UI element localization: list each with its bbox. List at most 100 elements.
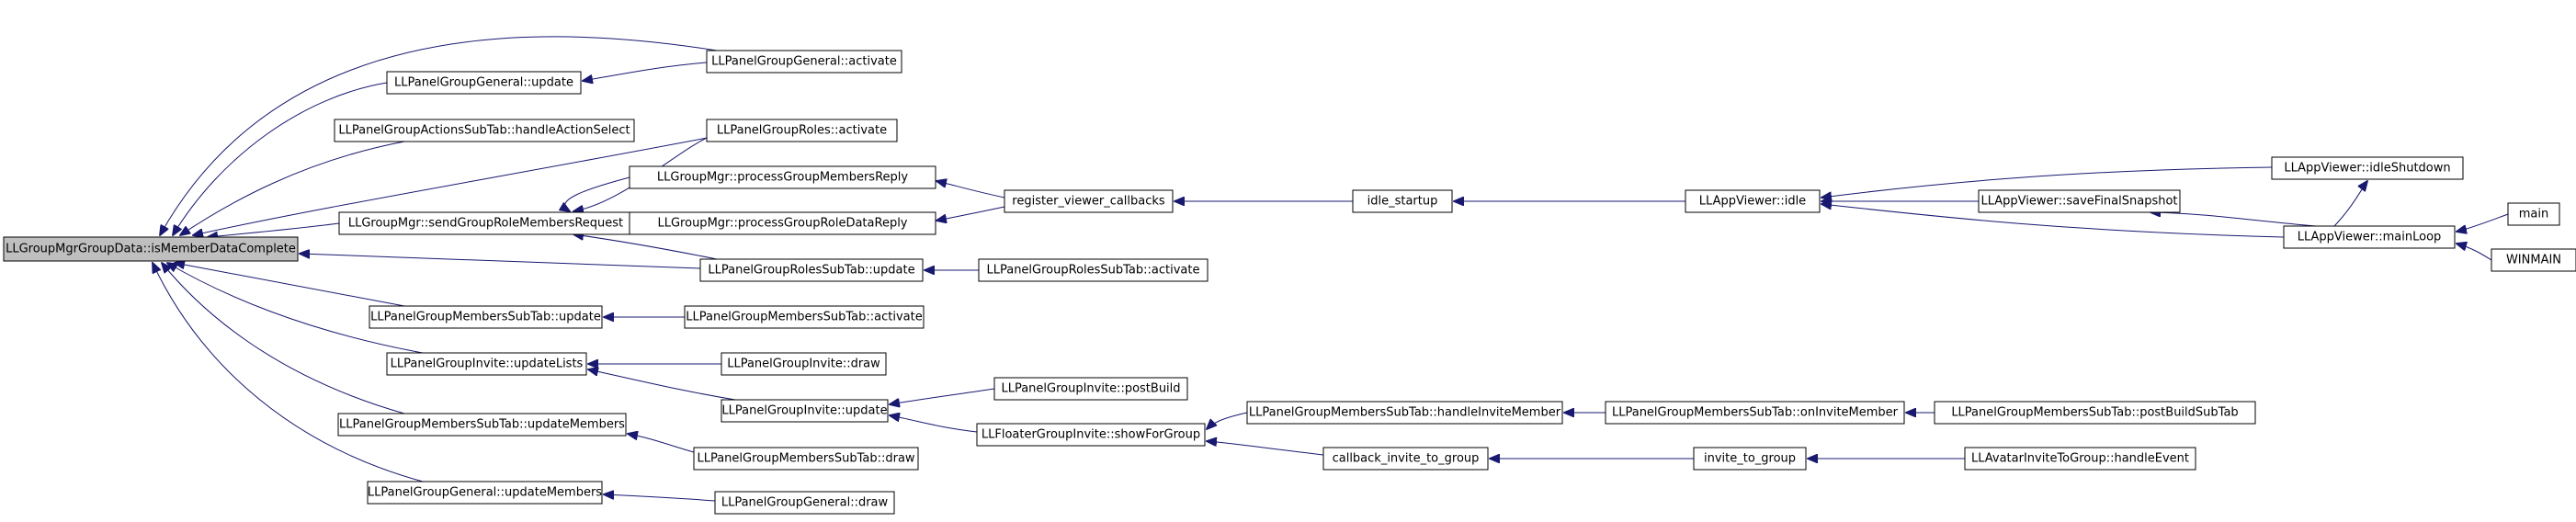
node-box xyxy=(334,119,635,142)
graph-node-n19[interactable]: LLPanelGroupMembersSubTab::activate xyxy=(684,305,925,329)
node-label: LLPanelGroupActionsSubTab::handleActionS… xyxy=(338,124,630,138)
graph-node-n16[interactable]: LLPanelGroupRolesSubTab::update xyxy=(699,258,924,282)
node-label: LLGroupMgrGroupData::isMemberDataComplet… xyxy=(6,243,296,256)
node-label: idle_startup xyxy=(1367,195,1438,209)
node-label: LLPanelGroupMembersSubTab::updateMembers xyxy=(339,418,625,432)
node-label: LLPanelGroupMembersSubTab::update xyxy=(370,311,601,324)
graph-node-n17[interactable]: LLPanelGroupRolesSubTab::activate xyxy=(978,258,1209,282)
graph-node-n26[interactable]: LLPanelGroupMembersSubTab::postBuildSubT… xyxy=(1934,401,2256,425)
graph-node-n18[interactable]: LLPanelGroupMembersSubTab::update xyxy=(369,305,603,329)
node-box xyxy=(2271,156,2464,180)
edge-n1-n0 xyxy=(173,82,388,235)
node-box xyxy=(993,377,1188,401)
node-box xyxy=(2283,225,2456,249)
graph-node-n8[interactable]: register_viewer_callbacks xyxy=(1004,189,1174,213)
node-box xyxy=(1964,447,2196,471)
node-label: LLPanelGroupGeneral::updateMembers xyxy=(368,486,602,500)
graph-node-n30[interactable]: LLAvatarInviteToGroup::handleEvent xyxy=(1964,447,2196,471)
edge-n4-n0 xyxy=(193,135,718,235)
node-label: LLPanelGroupInvite::updateLists xyxy=(391,357,584,371)
edge-n6-n0 xyxy=(208,222,340,237)
edge-n24-n27 xyxy=(1207,412,1248,429)
graph-node-n23[interactable]: LLPanelGroupInvite::postBuild xyxy=(993,377,1188,401)
graph-node-n33[interactable]: LLPanelGroupGeneral::updateMembers xyxy=(367,481,603,505)
graph-node-n10[interactable]: LLAppViewer::idle xyxy=(1685,189,1821,213)
edge-n11-n10 xyxy=(1821,166,2273,198)
node-label: LLAppViewer::idle xyxy=(1699,195,1806,209)
graph-node-n32[interactable]: LLPanelGroupMembersSubTab::draw xyxy=(693,447,919,471)
node-box xyxy=(2507,202,2560,226)
graph-node-n28[interactable]: callback_invite_to_group xyxy=(1322,447,1489,471)
node-box xyxy=(1978,189,2181,213)
graph-node-n0[interactable]: LLGroupMgrGroupData::isMemberDataComplet… xyxy=(3,236,299,262)
node-box xyxy=(699,258,924,282)
node-label: LLFloaterGroupInvite::showForGroup xyxy=(982,428,1200,442)
graph-node-n3[interactable]: LLPanelGroupActionsSubTab::handleActionS… xyxy=(334,119,635,142)
node-box xyxy=(721,399,889,423)
graph-node-n14[interactable]: main xyxy=(2507,202,2560,226)
graph-node-n5[interactable]: LLGroupMgr::processGroupMembersReply xyxy=(629,165,936,189)
graph-node-n12[interactable]: LLAppViewer::saveFinalSnapshot xyxy=(1978,189,2181,213)
node-box xyxy=(714,491,895,515)
graph-node-n24[interactable]: LLPanelGroupMembersSubTab::handleInviteM… xyxy=(1246,401,1563,425)
node-label: callback_invite_to_group xyxy=(1333,452,1480,466)
node-box xyxy=(1605,401,1905,425)
node-label: LLAppViewer::mainLoop xyxy=(2298,231,2442,244)
edge-n23-n22 xyxy=(890,388,995,404)
node-layer: LLGroupMgrGroupData::isMemberDataComplet… xyxy=(3,50,2576,515)
graph-node-n21[interactable]: LLPanelGroupInvite::draw xyxy=(721,352,887,376)
graph-node-n27[interactable]: LLFloaterGroupInvite::showForGroup xyxy=(976,423,1206,447)
edge-n15-n13 xyxy=(2457,244,2492,261)
graph-node-n15[interactable]: WINMAIN xyxy=(2491,248,2576,272)
node-label: LLGroupMgr::sendGroupRoleMembersRequest xyxy=(348,217,623,231)
graph-node-n4[interactable]: LLPanelGroupRoles::activate xyxy=(706,119,898,142)
node-label: LLPanelGroupMembersSubTab::activate xyxy=(686,311,922,324)
node-box xyxy=(721,352,887,376)
node-label: LLAppViewer::saveFinalSnapshot xyxy=(1980,195,2177,209)
node-box xyxy=(684,305,925,329)
edge-n16-n6 xyxy=(573,234,718,260)
edge-n8-n5 xyxy=(936,181,1005,199)
node-box xyxy=(706,119,898,142)
edge-n3-n0 xyxy=(180,141,405,235)
edge-n5-n6 xyxy=(565,176,630,211)
node-box xyxy=(337,413,627,437)
node-box xyxy=(1693,447,1807,471)
node-box xyxy=(338,211,633,235)
edge-n34-n33 xyxy=(604,494,716,502)
node-box xyxy=(386,352,587,376)
node-label: LLPanelGroupMembersSubTab::draw xyxy=(697,452,914,466)
node-box xyxy=(386,71,582,95)
graph-node-n29[interactable]: invite_to_group xyxy=(1693,447,1807,471)
graph-node-n6[interactable]: LLGroupMgr::sendGroupRoleMembersRequest xyxy=(338,211,633,235)
graph-node-n31[interactable]: LLPanelGroupMembersSubTab::updateMembers xyxy=(337,413,627,437)
edge-n22-n20 xyxy=(588,369,736,401)
node-label: LLAppViewer::idleShutdown xyxy=(2284,162,2450,176)
graph-node-n22[interactable]: LLPanelGroupInvite::update xyxy=(721,399,889,423)
graph-node-n11[interactable]: LLAppViewer::idleShutdown xyxy=(2271,156,2464,180)
node-box xyxy=(367,481,603,505)
node-box xyxy=(1934,401,2256,425)
graph-node-n13[interactable]: LLAppViewer::mainLoop xyxy=(2283,225,2456,249)
node-label: LLGroupMgr::processGroupMembersReply xyxy=(657,171,908,185)
graph-node-n20[interactable]: LLPanelGroupInvite::updateLists xyxy=(386,352,587,376)
edge-n27-n22 xyxy=(890,415,978,433)
node-label: LLPanelGroupRolesSubTab::activate xyxy=(986,264,1199,278)
node-box xyxy=(1322,447,1489,471)
graph-node-n9[interactable]: idle_startup xyxy=(1352,189,1453,213)
edge-n8-n7 xyxy=(936,206,1005,221)
node-box xyxy=(2491,248,2576,272)
node-box xyxy=(1352,189,1453,213)
edge-n16-n0 xyxy=(300,254,701,269)
node-label: LLGroupMgr::processGroupRoleDataReply xyxy=(658,217,908,231)
graph-node-n34[interactable]: LLPanelGroupGeneral::draw xyxy=(714,491,895,515)
graph-node-n7[interactable]: LLGroupMgr::processGroupRoleDataReply xyxy=(629,211,936,235)
graph-node-n25[interactable]: LLPanelGroupMembersSubTab::onInviteMembe… xyxy=(1605,401,1905,425)
graph-node-n2[interactable]: LLPanelGroupGeneral::activate xyxy=(706,50,902,74)
node-box xyxy=(3,236,299,262)
graph-node-n1[interactable]: LLPanelGroupGeneral::update xyxy=(386,71,582,95)
node-box xyxy=(693,447,919,471)
node-box xyxy=(369,305,603,329)
edge-n13-n11 xyxy=(2333,181,2367,227)
edge-n2-n1 xyxy=(583,62,708,81)
